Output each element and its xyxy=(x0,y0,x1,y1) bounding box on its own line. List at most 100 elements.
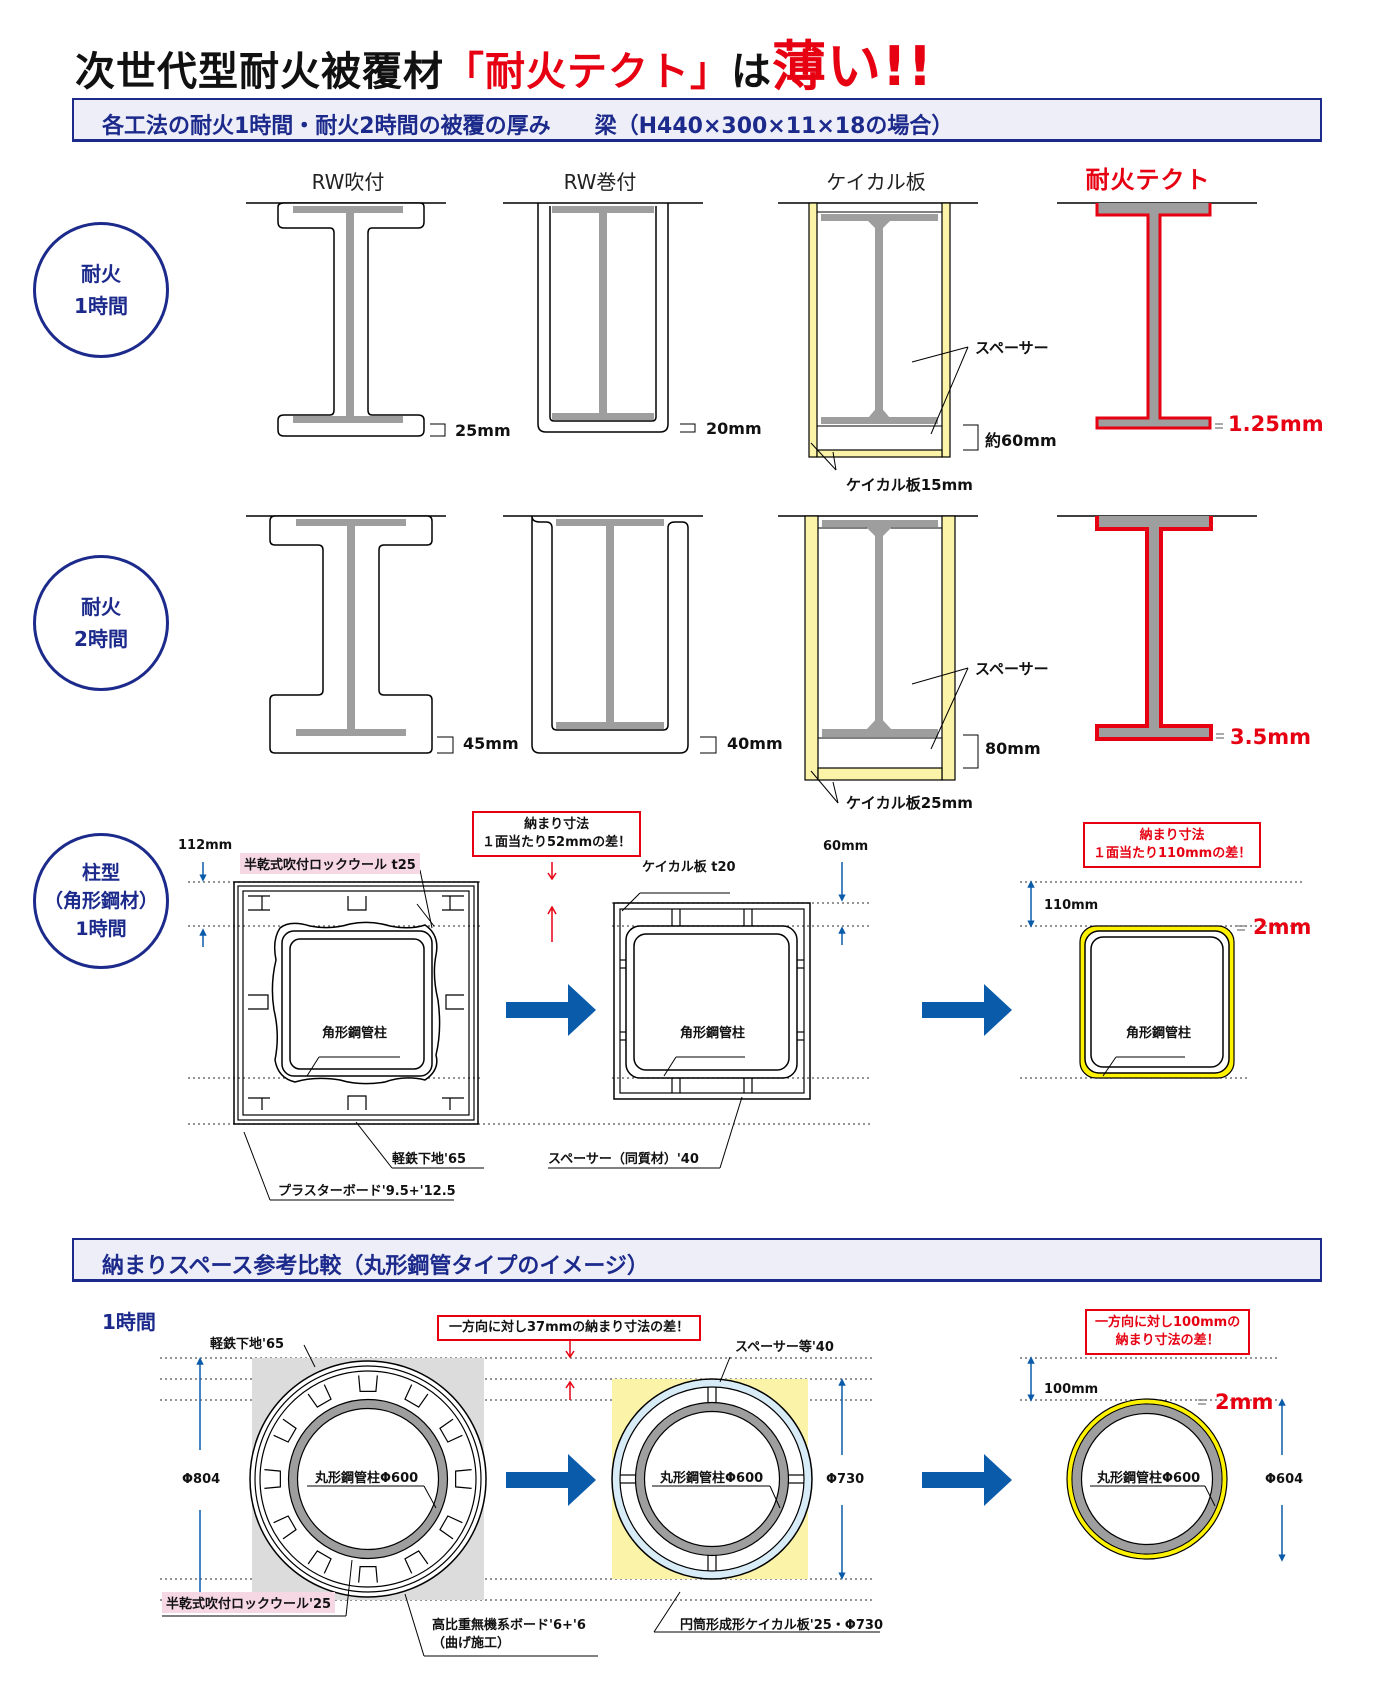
arrow-right-icon xyxy=(506,984,596,1036)
arrow-right-icon xyxy=(922,984,1012,1036)
square-column-label-2: 角形鋼管柱 xyxy=(680,1026,746,1041)
keical-2h-spacer-label: スペーサー xyxy=(975,660,1049,678)
title-product: 「耐火テクト」 xyxy=(444,49,731,95)
tect-2h-drawing xyxy=(1057,515,1257,741)
square-column-label-3: 角形鋼管柱 xyxy=(1126,1026,1192,1041)
keical-1h-gap: 約60mm xyxy=(985,431,1057,450)
steel-stud-mark xyxy=(264,1469,281,1489)
steel-stud-mark xyxy=(404,1550,429,1574)
square-keical-dim: 60mm xyxy=(823,839,869,854)
circle-tect-drawing xyxy=(1066,1398,1228,1560)
steel-stud-mark xyxy=(307,1550,332,1574)
steel-stud-mark xyxy=(307,1384,332,1408)
diameter-730: Φ730 xyxy=(826,1472,865,1487)
page-title: 次世代型耐火被覆材「耐火テクト」は薄い!! xyxy=(75,22,933,101)
circle-keical-label: 円筒形成形ケイカル板'25・Φ730 xyxy=(680,1618,883,1633)
steel-stud-mark xyxy=(358,1566,378,1583)
keical-1h-drawing xyxy=(778,202,979,471)
circle-keical-drawing xyxy=(611,1356,880,1633)
section-heading: 納まりスペース参考比較（丸形鋼管タイプのイメージ） xyxy=(102,1254,649,1279)
keical-2h-drawing xyxy=(778,515,979,804)
steel-stud-mark xyxy=(455,1469,472,1489)
callout-text: 納まり寸法 xyxy=(524,817,590,832)
rw-wrap-2h-thickness: 40mm xyxy=(727,734,783,753)
diameter-804: Φ804 xyxy=(182,1472,221,1487)
rw-wrap-2h-drawing xyxy=(503,515,717,754)
keical-1h-board: ケイカル板15mm xyxy=(846,476,973,494)
circle-pipe-label-3: 丸形鋼管柱Φ600 xyxy=(1097,1471,1201,1486)
section-header-round: 納まりスペース参考比較（丸形鋼管タイプのイメージ） xyxy=(72,1238,1322,1282)
keical-2h-gap: 80mm xyxy=(985,739,1041,758)
title-mid: は xyxy=(731,49,772,95)
rw-wrap-1h-thickness: 20mm xyxy=(706,419,762,438)
keical-1h-spacer-label: スペーサー xyxy=(975,339,1049,357)
square-column-label-1: 角形鋼管柱 xyxy=(322,1026,388,1041)
subheading-1hour: 1時間 xyxy=(102,1310,156,1334)
circle-rockwool-label: 半乾式吹付ロックウール'25 xyxy=(162,1592,336,1613)
badge-text: 2時間 xyxy=(74,627,128,651)
badge-text: 1時間 xyxy=(74,294,128,318)
steel-stud-mark xyxy=(439,1515,463,1540)
callout-text: 納まり寸法の差！ xyxy=(1115,1333,1220,1348)
diff-callout-52mm: 納まり寸法 １面当たり52mmの差！ xyxy=(472,811,642,857)
badge-text: 耐火 xyxy=(81,262,121,286)
square-tect-dim: 110mm xyxy=(1044,898,1099,913)
circle-tect-thickness: 2mm xyxy=(1215,1390,1274,1414)
steel-stud-mark xyxy=(404,1384,429,1408)
callout-text: １面当たり110mmの差！ xyxy=(1093,846,1252,861)
circle-diff-arrows xyxy=(565,1340,575,1400)
badge-text: （角形鋼材） xyxy=(43,890,158,912)
column-header-tect: 耐火テクト xyxy=(1085,166,1211,194)
square-tect-thickness: 2mm xyxy=(1253,915,1312,939)
circle3-dim-arrows xyxy=(1027,1356,1286,1562)
circle-tect-dim: 100mm xyxy=(1044,1382,1099,1397)
badge-text: 耐火 xyxy=(81,595,121,619)
tect-1h-thickness: 1.25mm xyxy=(1228,412,1324,436)
arrow-right-icon xyxy=(922,1454,1012,1506)
diff-callout-100mm: 一方向に対し100mmの 納まり寸法の差！ xyxy=(1085,1309,1251,1355)
tect-1h-drawing xyxy=(1057,202,1257,430)
title-emphasis: 薄い xyxy=(772,35,882,98)
badge-column-1hour: 柱型 （角形鋼材） 1時間 xyxy=(33,833,169,969)
steel-stud-mark xyxy=(273,1515,297,1540)
spacer-label: スペーサー（同質材）'40 xyxy=(548,1152,699,1167)
circle-board-label-sub: （曲げ施工） xyxy=(432,1636,511,1651)
callout-text: １面当たり52mmの差！ xyxy=(482,835,632,850)
square-diff-arrows xyxy=(547,862,557,942)
diff-callout-37mm: 一方向に対し37mmの納まり寸法の差！ xyxy=(437,1315,702,1341)
steel-stud-label: 軽鉄下地'65 xyxy=(392,1152,467,1167)
section-heading: 各工法の耐火1時間・耐火2時間の被覆の厚み 梁（H440×300×11×18の場… xyxy=(102,114,954,139)
callout-text: 一方向に対し100mmの xyxy=(1095,1315,1241,1330)
title-prefix: 次世代型耐火被覆材 xyxy=(75,49,444,95)
diff-callout-110mm: 納まり寸法 １面当たり110mmの差！ xyxy=(1083,822,1262,868)
badge-text: 柱型 xyxy=(81,862,120,884)
rw-spray-1h-drawing xyxy=(246,202,446,437)
circle-steel-stud-label: 軽鉄下地'65 xyxy=(210,1337,285,1352)
section-header-beam: 各工法の耐火1時間・耐火2時間の被覆の厚み 梁（H440×300×11×18の場… xyxy=(72,98,1322,142)
rw-spray-2h-thickness: 45mm xyxy=(463,734,519,753)
rw-spray-2h-drawing xyxy=(246,515,454,754)
rockwool-label: 半乾式吹付ロックウール t25 xyxy=(240,853,420,874)
rw-spray-1h-thickness: 25mm xyxy=(455,421,511,440)
column-header-keical: ケイカル板 xyxy=(826,170,926,194)
diameter-604: Φ604 xyxy=(1265,1472,1304,1487)
circle-rockwool-drawing xyxy=(162,1344,598,1657)
square-rockwool-drawing xyxy=(233,869,484,1201)
square-tect-drawing xyxy=(1079,925,1245,1079)
circle-spacer-label: スペーサー等'40 xyxy=(735,1340,834,1355)
title-exclaim: !! xyxy=(882,35,934,98)
arrow-right-icon xyxy=(506,1454,596,1506)
circle-pipe-label-1: 丸形鋼管柱Φ600 xyxy=(315,1471,419,1486)
keical-label: ケイカル板 t20 xyxy=(642,860,736,875)
circle-pipe-label-2: 丸形鋼管柱Φ600 xyxy=(660,1471,764,1486)
badge-text: 1時間 xyxy=(75,918,127,940)
column-header-rw-spray: RW吹付 xyxy=(311,170,385,194)
steel-stud-mark xyxy=(439,1418,463,1443)
square-rockwool-dim: 112mm xyxy=(178,838,233,853)
rw-wrap-1h-drawing xyxy=(503,202,703,433)
column-header-rw-wrap: RW巻付 xyxy=(563,170,637,194)
square-keical-drawing xyxy=(548,892,811,1169)
steel-stud-mark xyxy=(273,1418,297,1443)
tect-2h-thickness: 3.5mm xyxy=(1230,725,1311,749)
